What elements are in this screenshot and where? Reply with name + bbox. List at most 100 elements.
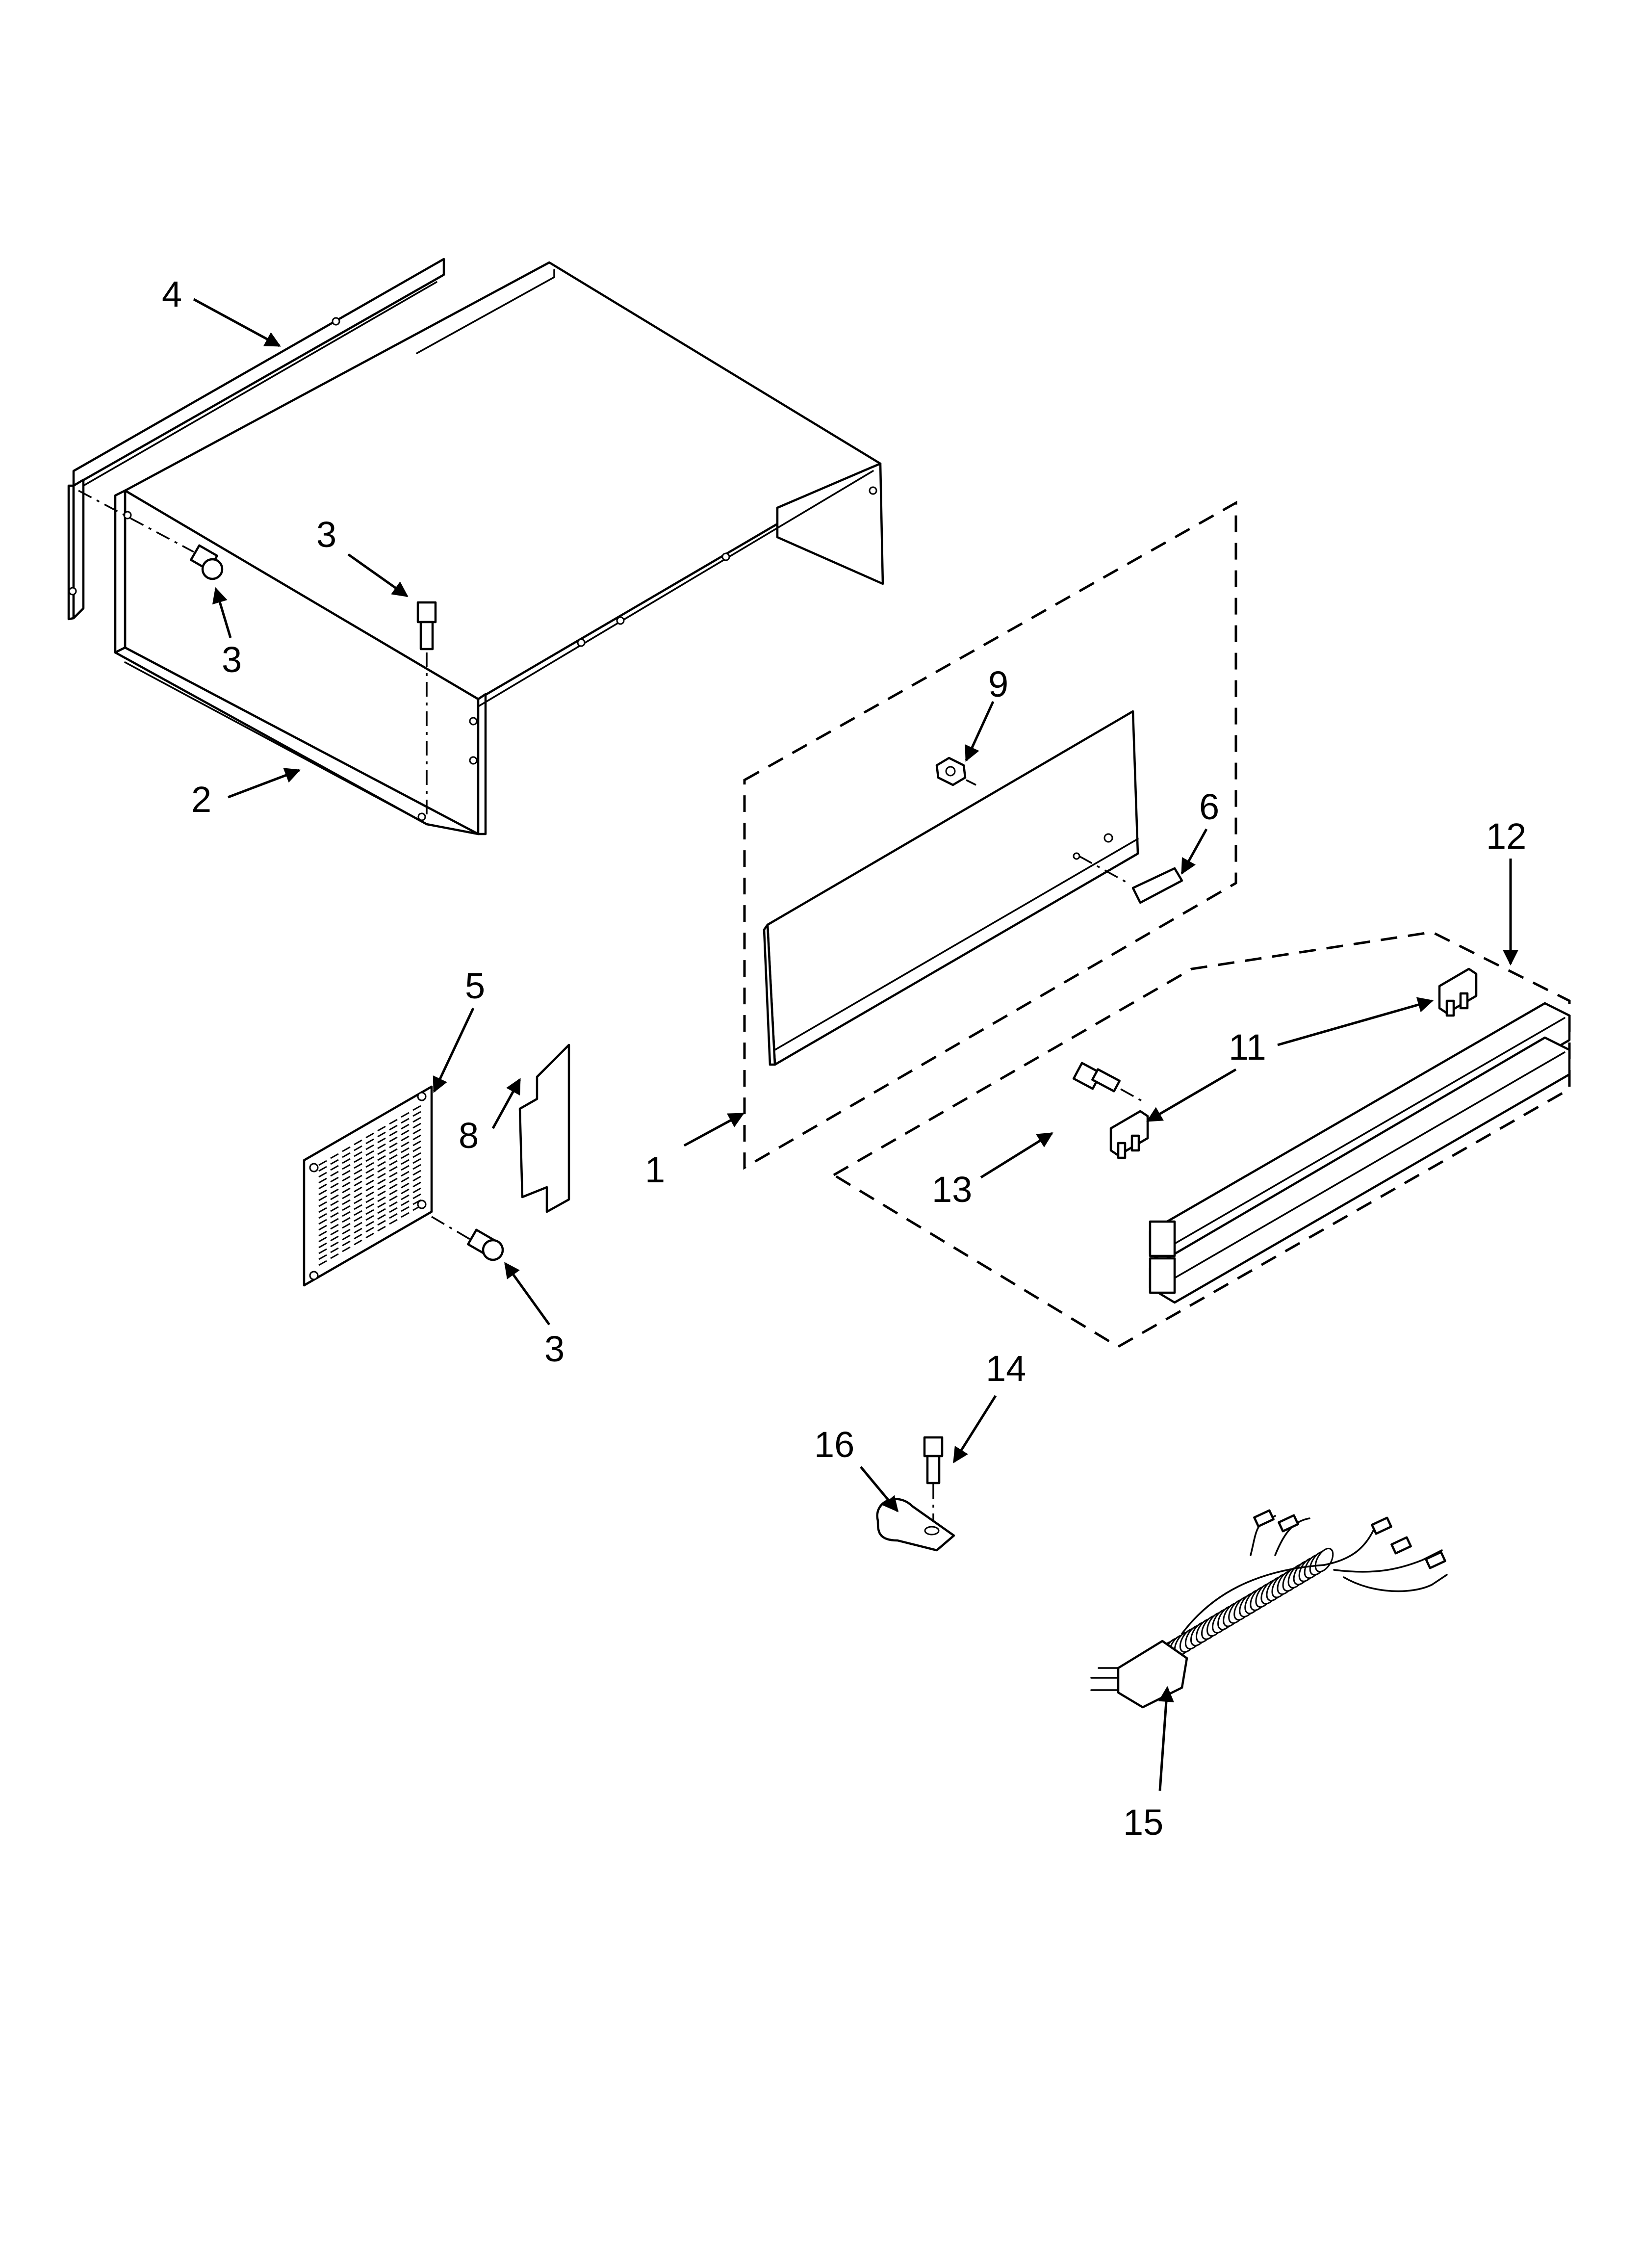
screw-part-13 xyxy=(1072,1062,1143,1102)
grille-slot xyxy=(377,1125,386,1132)
grille-slot xyxy=(377,1202,386,1208)
grille-slot xyxy=(330,1229,339,1236)
grille-slot xyxy=(412,1152,421,1158)
grille-slot xyxy=(354,1139,362,1146)
grille-slot xyxy=(389,1136,398,1143)
grille-slot xyxy=(389,1124,398,1131)
grille-slot xyxy=(389,1177,398,1184)
grille-slot xyxy=(330,1171,339,1177)
grille-slot xyxy=(401,1176,410,1183)
grille-slot xyxy=(330,1153,339,1159)
grille-slot xyxy=(342,1211,351,1217)
grille-slot xyxy=(389,1166,398,1172)
grille-slot xyxy=(377,1173,386,1179)
grille-slot xyxy=(377,1161,386,1167)
grille-slot xyxy=(354,1210,362,1216)
grille-slot xyxy=(354,1145,362,1151)
grille-slot xyxy=(354,1174,362,1181)
grille-slot xyxy=(389,1130,398,1137)
grille-slot xyxy=(401,1171,410,1177)
grille-slot xyxy=(354,1151,362,1157)
grille-slot xyxy=(354,1222,362,1228)
callout-3b: 3 xyxy=(222,639,242,680)
callout-leaders xyxy=(193,298,1518,1791)
grille-slot xyxy=(401,1165,410,1171)
grille-slot xyxy=(389,1213,398,1219)
grille-slot xyxy=(318,1183,327,1190)
grille-slot xyxy=(342,1193,351,1199)
grille-slot xyxy=(342,1164,351,1170)
rear-rail-part xyxy=(67,258,445,621)
wire-harness-part xyxy=(1090,1509,1448,1709)
grille-slot xyxy=(330,1235,339,1242)
callout-12: 12 xyxy=(1486,816,1526,857)
grille-slot xyxy=(401,1159,410,1165)
grille-slot xyxy=(342,1146,351,1152)
callout-13: 13 xyxy=(932,1169,972,1210)
grille-slot xyxy=(318,1160,327,1166)
grille-slot xyxy=(401,1141,410,1147)
slide-rail-part xyxy=(1149,1002,1571,1304)
grille-slot xyxy=(318,1177,327,1184)
grille-slot xyxy=(412,1175,421,1182)
grille-slot xyxy=(318,1201,327,1207)
grille-slot xyxy=(401,1194,410,1200)
grille-slot xyxy=(330,1182,339,1189)
grille-slot xyxy=(330,1212,339,1218)
callout-8: 8 xyxy=(459,1115,479,1156)
clip-part-b xyxy=(1109,1110,1149,1159)
grille-slot xyxy=(389,1201,398,1207)
grille-slot xyxy=(365,1179,374,1186)
grille-slot xyxy=(342,1217,351,1223)
grille-slot xyxy=(389,1119,398,1125)
grille-slot xyxy=(330,1218,339,1224)
grille-slot xyxy=(377,1184,386,1191)
grille-slot xyxy=(365,1215,374,1221)
callout-1: 1 xyxy=(645,1149,665,1190)
rail-assembly-outline xyxy=(831,931,1571,1348)
nut-part xyxy=(935,756,976,786)
grille-slot xyxy=(342,1170,351,1176)
grille-slot xyxy=(401,1182,410,1189)
grille-slot xyxy=(377,1208,386,1214)
grille-slot xyxy=(412,1181,421,1188)
grille-slot xyxy=(354,1227,362,1234)
grille-slot xyxy=(365,1197,374,1203)
grille-slot xyxy=(412,1170,421,1176)
grille-slot xyxy=(318,1230,327,1237)
grille-slot xyxy=(377,1190,386,1197)
grille-slot xyxy=(318,1207,327,1213)
grille-slot xyxy=(377,1149,386,1155)
grille-slot xyxy=(401,1147,410,1153)
grille-slot xyxy=(412,1128,421,1135)
grille-slot xyxy=(330,1247,339,1253)
grille-slot xyxy=(354,1180,362,1187)
grille-slot xyxy=(354,1186,362,1193)
grille-slot xyxy=(412,1164,421,1170)
grille-slot xyxy=(318,1236,327,1243)
callout-15: 15 xyxy=(1123,1802,1163,1843)
grille-slot xyxy=(412,1105,421,1111)
grille-slot xyxy=(401,1123,410,1130)
grille-slot xyxy=(330,1200,339,1206)
grille-slot xyxy=(354,1163,362,1169)
screw-part-b xyxy=(416,601,437,819)
grille-slot xyxy=(389,1172,398,1178)
grille-slot xyxy=(365,1191,374,1198)
grille-slot xyxy=(412,1140,421,1147)
grille-slot xyxy=(330,1165,339,1171)
grille-slot xyxy=(401,1118,410,1124)
grille-slot xyxy=(342,1175,351,1182)
grille-slot xyxy=(365,1132,374,1139)
grille-slot xyxy=(377,1196,386,1202)
callout-6: 6 xyxy=(1199,786,1219,827)
grille-slot xyxy=(342,1234,351,1241)
grille-slot xyxy=(389,1142,398,1148)
grille-slot xyxy=(365,1150,374,1156)
grille-slot xyxy=(342,1158,351,1164)
grille-slot xyxy=(354,1157,362,1163)
grille-slot xyxy=(318,1213,327,1219)
grille-slot xyxy=(377,1143,386,1149)
grille-slot xyxy=(330,1176,339,1183)
